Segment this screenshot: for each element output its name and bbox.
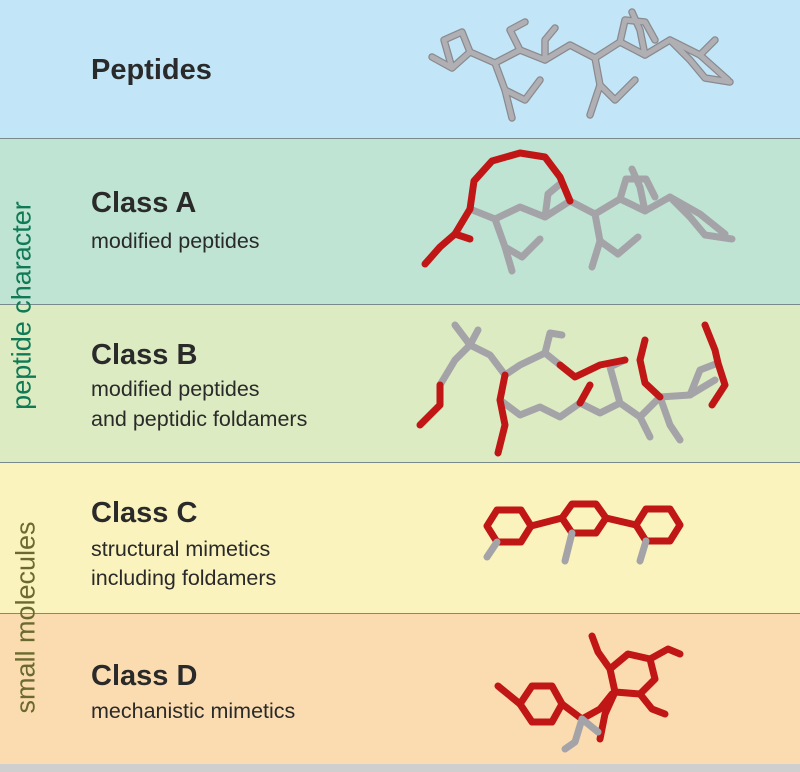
row-title: Class C	[91, 497, 198, 529]
row-title: Class D	[91, 660, 198, 692]
terphenyl-mimetic-icon	[483, 500, 684, 565]
row-divider	[0, 304, 800, 305]
row-divider	[0, 462, 800, 463]
row-title: Class A	[91, 187, 197, 219]
row-subtitle: and peptidic foldamers	[91, 407, 308, 431]
bottom-strip	[0, 764, 800, 772]
row-subtitle: including foldamers	[91, 566, 277, 590]
stapled-peptide-icon	[421, 149, 736, 275]
row-peptides: Peptides	[0, 0, 800, 138]
row-title: Peptides	[91, 54, 212, 86]
row-subtitle: modified peptides	[91, 229, 260, 253]
row-subtitle: modified peptides	[91, 377, 260, 401]
peptide-character-label: peptide character	[6, 201, 37, 410]
row-subtitle: mechanistic mimetics	[91, 699, 296, 723]
peptide-backbone-icon	[428, 8, 734, 122]
row-class-a: Class A modified peptides	[0, 139, 800, 304]
peptidic-foldamer-icon	[416, 321, 729, 457]
row-divider	[0, 613, 800, 614]
row-divider	[0, 138, 800, 139]
row-title: Class B	[91, 339, 198, 371]
small-molecules-label: small molecules	[10, 521, 41, 714]
row-subtitle: structural mimetics	[91, 537, 271, 561]
row-class-b: Class B modified peptides and peptidic f…	[0, 305, 800, 462]
row-class-c: Class C structural mimetics including fo…	[0, 463, 800, 613]
small-molecule-icon	[494, 632, 684, 753]
row-class-d: Class D mechanistic mimetics	[0, 614, 800, 764]
